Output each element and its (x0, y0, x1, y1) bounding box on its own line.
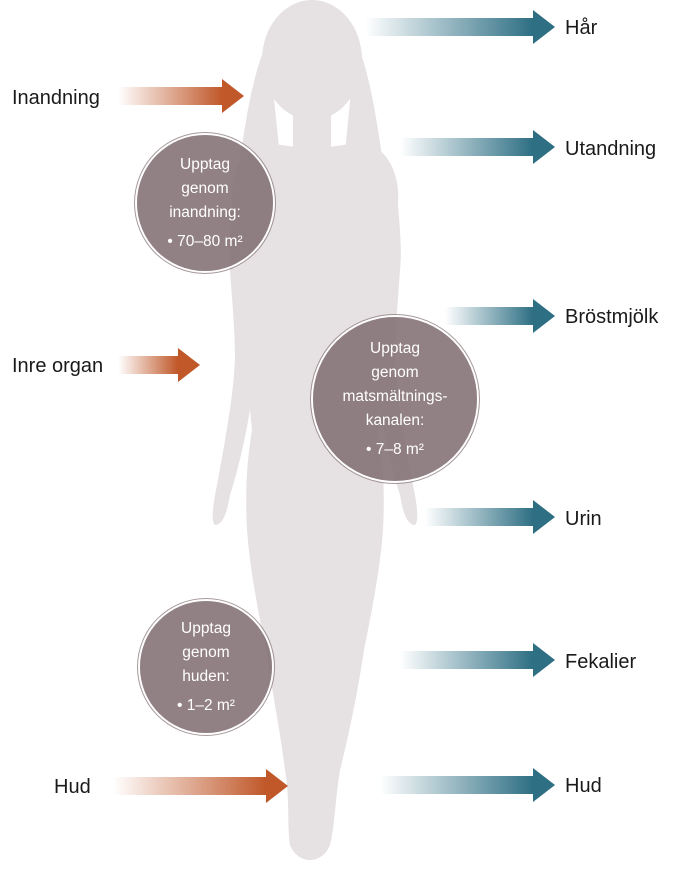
excretion-label-feces: Fekalier (565, 650, 636, 674)
circle-text-line: huden: (182, 665, 229, 689)
uptake-circle-inhalation: Upptag genom inandning: • 70–80 m² (137, 135, 273, 271)
excretion-label-breast-milk: Bröstmjölk (565, 305, 658, 329)
circle-text-line: genom (371, 361, 418, 385)
intake-label-skin: Hud (54, 775, 91, 799)
excretion-arrow-urine (425, 500, 555, 534)
intake-label-inhalation: Inandning (12, 86, 100, 110)
excretion-arrow-feces (400, 643, 555, 677)
circle-text-line: matsmältnings- (342, 385, 447, 409)
circle-text-line: genom (181, 177, 228, 201)
circle-text-line: kanalen: (366, 409, 425, 433)
circle-measure: • 70–80 m² (167, 230, 242, 254)
uptake-circle-digestive: Upptag genom matsmältnings- kanalen: • 7… (313, 317, 477, 481)
circle-text-line: Upptag (370, 337, 420, 361)
circle-text-line: genom (182, 641, 229, 665)
intake-label-internal-organ: Inre organ (12, 354, 103, 378)
uptake-circle-skin: Upptag genom huden: • 1–2 m² (140, 601, 272, 733)
excretion-arrow-skin (380, 768, 555, 802)
intake-arrow-internal-organ (118, 348, 200, 382)
excretion-arrow-exhalation (400, 130, 555, 164)
circle-measure: • 1–2 m² (177, 694, 235, 718)
excretion-label-hair: Hår (565, 16, 597, 40)
excretion-label-urine: Urin (565, 507, 602, 531)
circle-text-line: inandning: (169, 201, 241, 225)
circle-text-line: Upptag (181, 617, 231, 641)
circle-text-line: Upptag (180, 153, 230, 177)
intake-arrow-skin (113, 769, 288, 803)
excretion-arrow-hair (365, 10, 555, 44)
excretion-arrow-breast-milk (445, 299, 555, 333)
intake-arrow-inhalation (118, 79, 244, 113)
circle-measure: • 7–8 m² (366, 438, 424, 462)
excretion-label-exhalation: Utandning (565, 137, 656, 161)
excretion-label-skin: Hud (565, 774, 602, 798)
